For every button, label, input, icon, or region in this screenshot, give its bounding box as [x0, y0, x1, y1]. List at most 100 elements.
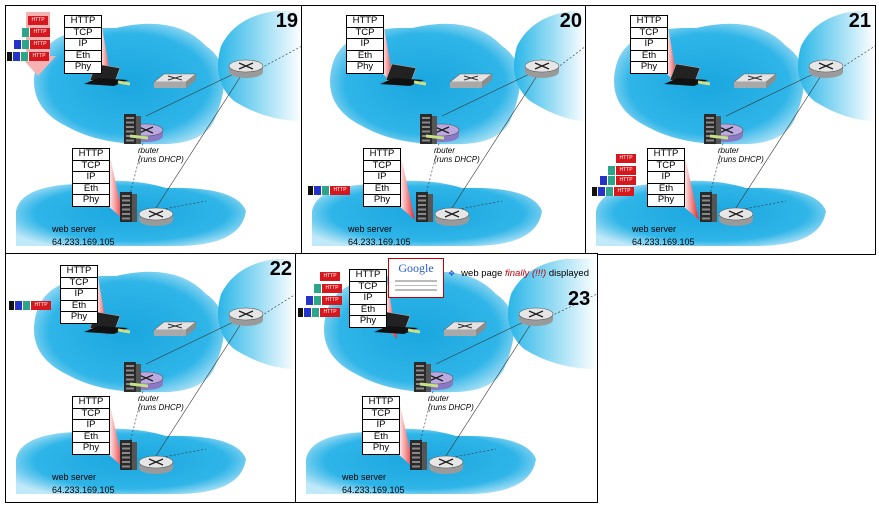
http-payload: HTTP [616, 176, 636, 185]
layer-phy: Phy [372, 442, 390, 453]
internet-router-icon [808, 59, 844, 78]
layer-ip: IP [363, 419, 399, 432]
frame-header-blk [9, 301, 14, 310]
layer-ip: IP [65, 38, 101, 51]
layer-tcp: TCP [73, 408, 109, 420]
server-ip: 64.233.169.105 [52, 237, 115, 247]
frame-header-blu [15, 301, 22, 310]
layer-http: HTTP [364, 148, 400, 161]
google-page-thumbnail: Google [388, 258, 444, 298]
network-diagram [312, 11, 586, 246]
packet-ip: HTTP [306, 296, 342, 305]
frame-header-blu [598, 187, 605, 196]
layer-phy: Phy [74, 61, 92, 72]
server-label: web server [342, 472, 387, 482]
internet-router-icon [228, 59, 264, 78]
frame-header-grn [23, 301, 30, 310]
server-ip: 64.233.169.105 [52, 485, 115, 495]
edge-router-icon [434, 207, 470, 226]
server-icon [420, 114, 437, 144]
router-label: router (runs DHCP) [138, 394, 184, 412]
frame-header-blk [7, 52, 12, 61]
packet-eth: HTTP [308, 186, 350, 195]
http-payload: HTTP [330, 186, 350, 195]
laptop-icon [380, 63, 424, 86]
frame-header-blu [304, 308, 311, 317]
http-payload: HTTP [31, 301, 51, 310]
layer-eth: Eth [350, 304, 386, 316]
step-number: 20 [559, 10, 582, 32]
packet-http: HTTP [28, 16, 48, 25]
frame-header-grn [22, 28, 29, 37]
router-label: router (runs DHCP) [428, 394, 474, 412]
switch-icon [733, 73, 777, 88]
layer-phy: Phy [657, 194, 675, 205]
edge-router-icon [138, 455, 174, 474]
network-diagram [16, 259, 296, 494]
server-label: web server [348, 224, 393, 234]
caption-emphasis: finally (!!!) [505, 268, 547, 279]
internet-router-icon [524, 59, 560, 78]
laptop-icon [664, 63, 708, 86]
http-payload: HTTP [320, 308, 340, 317]
server-ip: 64.233.169.105 [348, 237, 411, 247]
http-payload: HTTP [30, 28, 50, 37]
layer-http: HTTP [65, 15, 101, 28]
server-icon [124, 114, 141, 144]
step-number: 23 [568, 288, 591, 310]
web-server-icon [416, 192, 433, 222]
edge-router-icon [428, 455, 464, 474]
layer-eth: Eth [631, 50, 667, 62]
packet-tcp: HTTP [608, 166, 636, 175]
router-label: router (runs DHCP) [718, 146, 764, 164]
step-number: 21 [848, 10, 871, 32]
frame-header-grn [22, 40, 29, 49]
layer-ip: IP [648, 171, 684, 184]
layer-phy: Phy [640, 61, 658, 72]
frame-header-grn [608, 166, 615, 175]
layer-eth: Eth [73, 431, 109, 443]
internet-router-icon [518, 307, 554, 326]
edge-router-icon [138, 207, 174, 226]
server-icon [414, 362, 431, 392]
layer-ip: IP [347, 38, 383, 51]
http-payload: HTTP [616, 154, 636, 163]
layer-eth: Eth [61, 300, 97, 312]
server-label: web server [632, 224, 677, 234]
http-payload: HTTP [320, 272, 340, 281]
server-beam [683, 148, 699, 220]
layer-tcp: TCP [631, 27, 667, 39]
layer-tcp: TCP [73, 160, 109, 172]
layer-phy: Phy [82, 442, 100, 453]
network-diagram [16, 11, 302, 246]
server-icon [704, 114, 721, 144]
server-label: web server [52, 472, 97, 482]
frame-header-grn [314, 296, 321, 305]
server-label: web server [52, 224, 97, 234]
layer-ip: IP [61, 288, 97, 301]
frame-header-grn [312, 308, 319, 317]
layer-phy: Phy [82, 194, 100, 205]
layer-eth: Eth [65, 50, 101, 62]
step-number: 22 [269, 258, 292, 280]
packet-ip: HTTP [14, 40, 50, 49]
layer-eth: Eth [73, 183, 109, 195]
layer-eth: Eth [347, 50, 383, 62]
layer-http: HTTP [73, 396, 109, 409]
laptop-icon [374, 311, 418, 334]
layer-http: HTTP [73, 148, 109, 161]
page-line [395, 280, 437, 282]
layer-http: HTTP [648, 148, 684, 161]
internet-router-icon [228, 307, 264, 326]
packet-ip: HTTP [600, 176, 636, 185]
http-payload: HTTP [616, 166, 636, 175]
layer-tcp: TCP [364, 160, 400, 172]
